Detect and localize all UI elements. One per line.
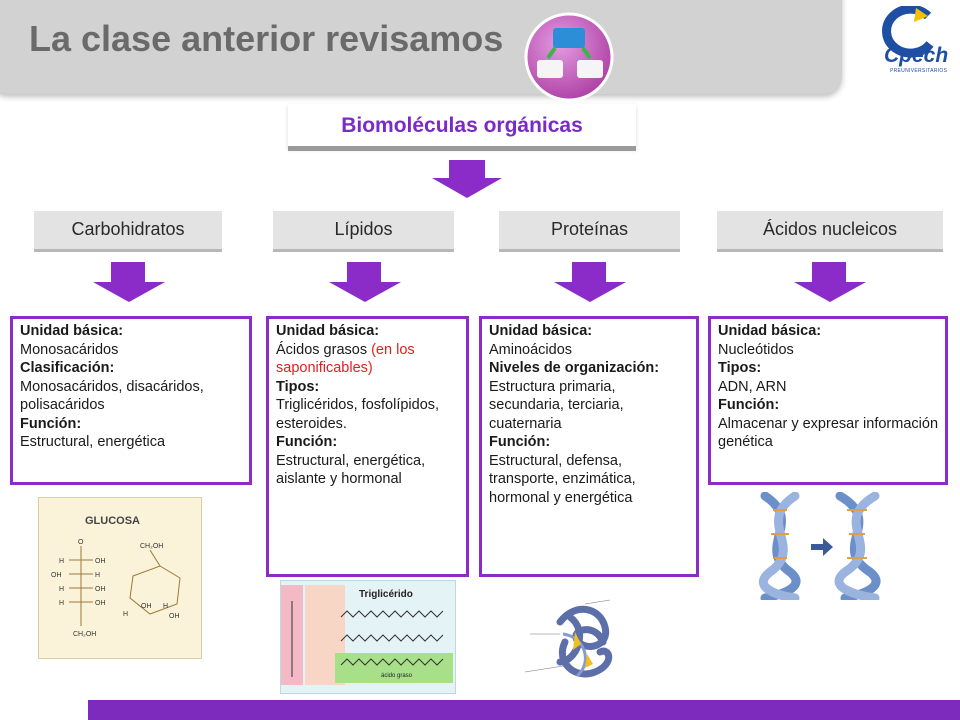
svg-text:OH: OH xyxy=(95,586,106,593)
card-value-main: Ácidos grasos xyxy=(276,341,368,358)
card-proteinas: Unidad básica: Aminoácidos Niveles de or… xyxy=(479,316,699,577)
triglyceride-structure-image: Triglicérido ácido graso xyxy=(280,580,456,694)
card-heading: Función: xyxy=(718,397,780,413)
logo-name: Cpech xyxy=(884,44,949,67)
card-value: Estructural, energética xyxy=(20,434,166,450)
svg-text:OH: OH xyxy=(95,600,106,607)
svg-text:CH₂OH: CH₂OH xyxy=(140,543,163,550)
card-value: Estructural, defensa, transporte, enzimá… xyxy=(489,452,636,506)
card-heading: Función: xyxy=(20,415,82,432)
svg-text:O: O xyxy=(78,539,84,546)
card-value: Ácidos grasos (en los saponificables) xyxy=(276,341,459,378)
triglyceride-title: Triglicérido xyxy=(359,589,413,600)
card-lipidos: Unidad básica: Ácidos grasos (en los sap… xyxy=(266,316,469,577)
category-acidos-nucleicos: Ácidos nucleicos xyxy=(717,211,943,252)
card-heading: Tipos: xyxy=(718,360,762,376)
diagram-icon xyxy=(524,12,614,102)
card-value-note: (en los saponificables) xyxy=(276,341,415,377)
card-heading: Función: xyxy=(276,434,338,450)
card-value: Aminoácidos xyxy=(489,341,573,358)
category-label: Proteínas xyxy=(550,219,629,239)
page-title: La clase anterior revisamos xyxy=(29,18,504,59)
svg-text:OH: OH xyxy=(51,572,62,579)
card-value: Almacenar y expresar información genétic… xyxy=(718,415,939,451)
card-value: Triglicéridos, fosfolípidos, esteroides. xyxy=(276,397,440,432)
svg-text:H: H xyxy=(59,558,64,565)
card-heading: Función: xyxy=(489,434,551,450)
category-carbohidratos: Carbohidratos xyxy=(34,211,222,252)
fatty-acid-chains-icon xyxy=(291,601,444,677)
card-heading: Clasificación: xyxy=(20,360,115,376)
down-arrow-icon xyxy=(93,262,165,302)
protein-structure-image xyxy=(524,599,613,678)
category-label: Lípidos xyxy=(334,219,393,239)
main-concept-box: Biomoléculas orgánicas xyxy=(288,108,636,151)
card-heading: Unidad básica: xyxy=(489,323,593,339)
down-arrow-icon xyxy=(794,262,866,302)
header-bar xyxy=(0,0,842,94)
card-value: Nucleótidos xyxy=(718,341,794,358)
card-value: ADN, ARN xyxy=(718,378,787,395)
card-value: Estructural, energética, aislante y horm… xyxy=(276,452,426,488)
svg-text:H: H xyxy=(123,611,128,618)
category-label: Ácidos nucleicos xyxy=(762,219,898,239)
card-value: Monosacáridos, disacáridos, polisacárido… xyxy=(20,378,204,414)
svg-text:H: H xyxy=(59,586,64,593)
fatty-acid-label: ácido graso xyxy=(381,673,413,679)
svg-text:OH: OH xyxy=(141,603,152,610)
down-arrow-icon xyxy=(432,160,502,198)
svg-text:CH₂OH: CH₂OH xyxy=(73,631,96,638)
down-arrow-icon xyxy=(329,262,401,302)
svg-text:OH: OH xyxy=(169,613,180,620)
card-value: Estructura primaria, secundaria, terciar… xyxy=(489,378,624,432)
svg-text:H: H xyxy=(95,572,100,579)
main-concept-label: Biomoléculas orgánicas xyxy=(341,114,583,137)
card-carbohidratos: Unidad básica: Monosacáridos Clasificaci… xyxy=(10,316,252,485)
fatty-acid-band xyxy=(335,653,453,683)
bottom-bar xyxy=(88,700,960,720)
svg-text:H: H xyxy=(59,600,64,607)
card-heading: Niveles de organización: xyxy=(489,360,660,376)
logo-subtitle: PREUNIVERSITARIOS xyxy=(890,68,948,74)
svg-text:OH: OH xyxy=(95,558,106,565)
svg-text:H: H xyxy=(163,603,168,610)
category-proteinas: Proteínas xyxy=(499,211,680,252)
card-heading: Unidad básica: xyxy=(20,323,124,339)
down-arrow-icon xyxy=(554,262,626,302)
cpech-logo-icon xyxy=(882,6,934,58)
card-acidos-nucleicos: Unidad básica: Nucleótidos Tipos: ADN, A… xyxy=(708,316,948,485)
card-value: Monosacáridos xyxy=(20,341,119,358)
card-heading: Unidad básica: xyxy=(276,323,380,339)
category-label: Carbohidratos xyxy=(71,219,185,239)
glucose-title: GLUCOSA xyxy=(85,515,140,527)
dna-structure-image xyxy=(758,492,881,600)
card-heading: Tipos: xyxy=(276,378,320,395)
card-heading: Unidad básica: xyxy=(718,323,822,339)
category-lipidos: Lípidos xyxy=(273,211,454,252)
